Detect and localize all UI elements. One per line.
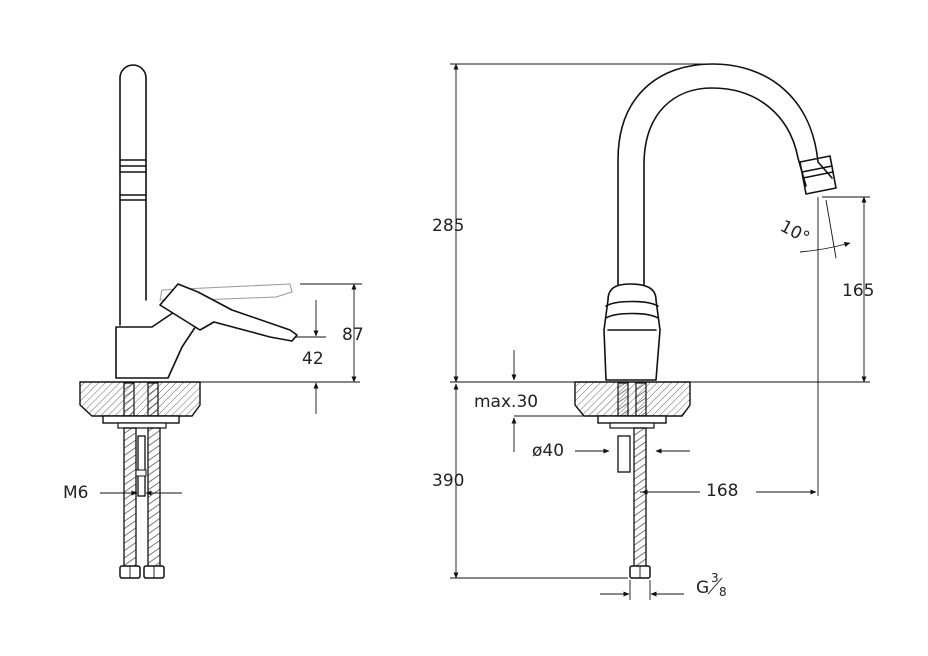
dim-g-denominator: 8 bbox=[719, 585, 727, 599]
dim-390-label: 390 bbox=[432, 471, 464, 491]
dim-285-label: 285 bbox=[432, 216, 464, 236]
side-spout-tube bbox=[119, 64, 147, 326]
side-hose-left bbox=[123, 427, 137, 569]
dim-g-label: G bbox=[696, 578, 709, 598]
dim-168-label: 168 bbox=[706, 481, 738, 501]
front-view: 285 390 165 10° max.30 ø40 168 bbox=[432, 63, 874, 600]
dim-g-numerator: 3 bbox=[711, 571, 719, 585]
front-spout bbox=[617, 63, 833, 301]
dim-42-label: 42 bbox=[302, 349, 324, 369]
front-aerator bbox=[799, 155, 837, 195]
front-body bbox=[603, 283, 661, 381]
dim-10deg-label: 10° bbox=[777, 217, 813, 249]
side-view: 87 42 M6 bbox=[63, 64, 364, 579]
dim-165-label: 165 bbox=[842, 281, 874, 301]
dim-dia40-label: ø40 bbox=[532, 441, 564, 461]
side-hose-right bbox=[147, 427, 161, 569]
side-lever bbox=[159, 283, 298, 342]
dim-m6-label: M6 bbox=[63, 483, 88, 503]
dim-max30-label: max.30 bbox=[474, 392, 538, 412]
side-body bbox=[115, 307, 201, 379]
side-countertop bbox=[79, 381, 201, 417]
front-hose bbox=[633, 427, 647, 569]
dim-87-label: 87 bbox=[342, 325, 364, 345]
front-countertop bbox=[574, 381, 691, 417]
